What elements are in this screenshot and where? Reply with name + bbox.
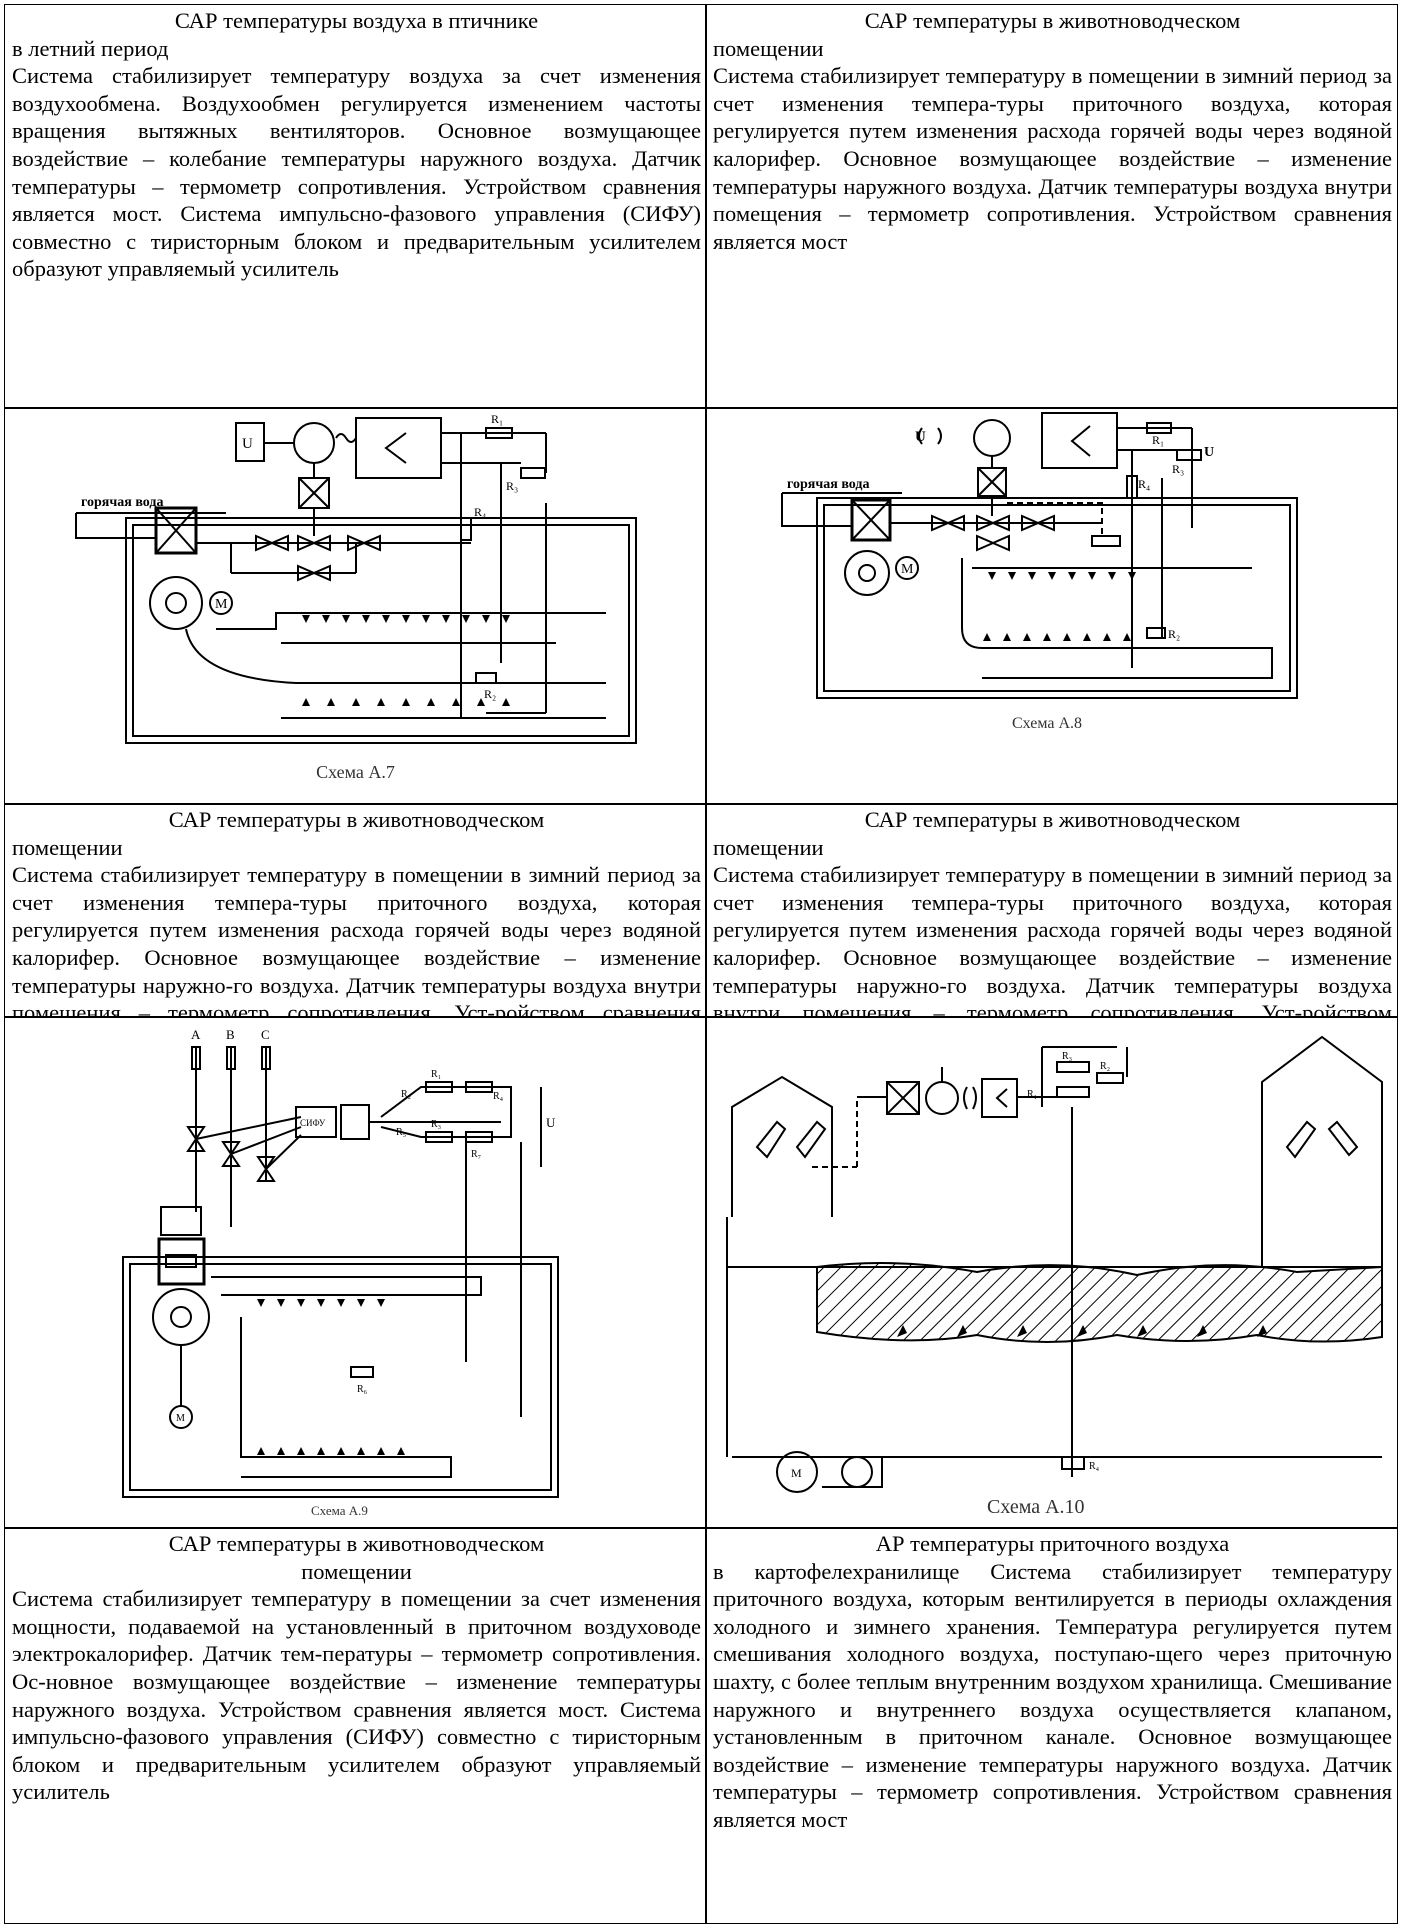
text-cell-1: САР температуры воздуха в птичнике в лет…	[4, 4, 707, 409]
label-U: U	[546, 1115, 556, 1130]
label-R2: R₂	[401, 1089, 411, 1100]
label-R3: R₃	[506, 479, 518, 493]
cell-subtitle: в летний период	[12, 35, 169, 61]
label-B: B	[226, 1027, 235, 1042]
text-cell-4: САР температуры в животноводческом помещ…	[705, 803, 1398, 1018]
label-U: U	[915, 429, 926, 445]
figure-cell-a8: горячая вода U U M R₁ R₃ R₄ R₂ Схема А.8	[705, 407, 1398, 805]
cell-subtitle: помещении	[301, 1558, 412, 1584]
label-M: M	[791, 1466, 802, 1480]
table: САР температуры воздуха в птичнике в лет…	[4, 4, 1398, 1924]
scheme-a9-diagram: A B C СИФУ U M R₁ R₂ R₃ R₄ R₅ R₆ R₇ Схем…	[121, 1027, 559, 1518]
label-U-right: U	[1204, 445, 1214, 460]
label-R5: R₅	[396, 1127, 406, 1138]
cell-title: САР температуры в животноводческом	[168, 1531, 545, 1556]
label-R3: R₃	[1172, 462, 1184, 476]
cell-body: Система стабилизирует температуру в поме…	[713, 862, 1392, 1018]
figure-caption: Схема А.7	[316, 762, 395, 782]
scheme-a8-diagram: горячая вода U U M R₁ R₃ R₄ R₂ Схема А.8	[780, 412, 1298, 732]
label-R1: R₁	[491, 412, 503, 426]
figure-caption: Схема А.9	[311, 1503, 368, 1518]
figure-caption: Схема А.8	[1012, 715, 1082, 732]
label-R2: R₂	[1100, 1061, 1110, 1072]
label-R2: R₂	[1168, 627, 1180, 641]
label-R4: R₄	[1089, 1461, 1100, 1472]
cell-body: в картофелехранилище Система стабилизиру…	[713, 1558, 1392, 1832]
label-R3: R₃	[1062, 1051, 1072, 1062]
cell-subtitle: помещении	[713, 35, 824, 61]
label-sifu: СИФУ	[300, 1118, 326, 1128]
label-R3: R₃	[431, 1119, 441, 1130]
figure-cell-a9: A B C СИФУ U M R₁ R₂ R₃ R₄ R₅ R₆ R₇ Схем…	[4, 1016, 707, 1529]
cell-subtitle: помещении	[713, 834, 824, 860]
label-R6: R₆	[357, 1384, 368, 1395]
figure-cell-a10: M R₁ R₂ R₃ R₄ Схема А.10	[705, 1016, 1398, 1529]
label-hot-water: горячая вода	[787, 477, 869, 492]
label-M: M	[901, 562, 914, 577]
cell-title: САР температуры в животноводческом	[864, 8, 1241, 33]
cell-subtitle: помещении	[12, 834, 123, 860]
text-cell-6: АР температуры приточного воздуха в карт…	[705, 1527, 1398, 1924]
label-R7: R₇	[471, 1149, 481, 1160]
label-R4: R₄	[474, 505, 486, 519]
label-R1: R₁	[1027, 1089, 1037, 1100]
label-R4: R₄	[493, 1091, 504, 1102]
cell-body: Система стабилизирует температуру воздух…	[12, 63, 701, 282]
label-R1: R₁	[431, 1069, 441, 1080]
label-R1: R₁	[1152, 433, 1164, 447]
cell-body: Система стабилизирует температуру в поме…	[12, 862, 701, 1018]
cell-title: САР температуры воздуха в птичнике	[174, 8, 539, 33]
label-hot-water: горячая вода	[81, 495, 163, 510]
cell-title: САР температуры в животноводческом	[168, 807, 545, 832]
cell-title: АР температуры приточного воздуха	[875, 1531, 1230, 1556]
text-cell-5: САР температуры в животноводческом помещ…	[4, 1527, 707, 1924]
text-cell-3: САР температуры в животноводческом помещ…	[4, 803, 707, 1018]
label-M: M	[176, 1413, 185, 1424]
figure-caption: Схема А.10	[987, 1496, 1085, 1518]
label-R2: R₂	[484, 687, 496, 701]
label-U: U	[242, 436, 253, 452]
cell-title: САР температуры в животноводческом	[864, 807, 1241, 832]
figure-cell-a7: горячая вода U M R₁ R₃ R₄ R₂ Схема А.7	[4, 407, 707, 805]
scheme-a10-diagram: M R₁ R₂ R₃ R₄ Схема А.10	[725, 1035, 1383, 1518]
text-cell-2: САР температуры в животноводческом помещ…	[705, 4, 1398, 409]
label-C: C	[261, 1027, 270, 1042]
label-A: A	[191, 1027, 201, 1042]
label-M: M	[215, 597, 228, 612]
scheme-a7-diagram: горячая вода U M R₁ R₃ R₄ R₂	[74, 412, 637, 744]
cell-body: Система стабилизирует температуру в поме…	[713, 63, 1392, 254]
cell-body: Система стабилизирует температуру в поме…	[12, 1586, 701, 1805]
label-R4: R₄	[1138, 477, 1150, 491]
